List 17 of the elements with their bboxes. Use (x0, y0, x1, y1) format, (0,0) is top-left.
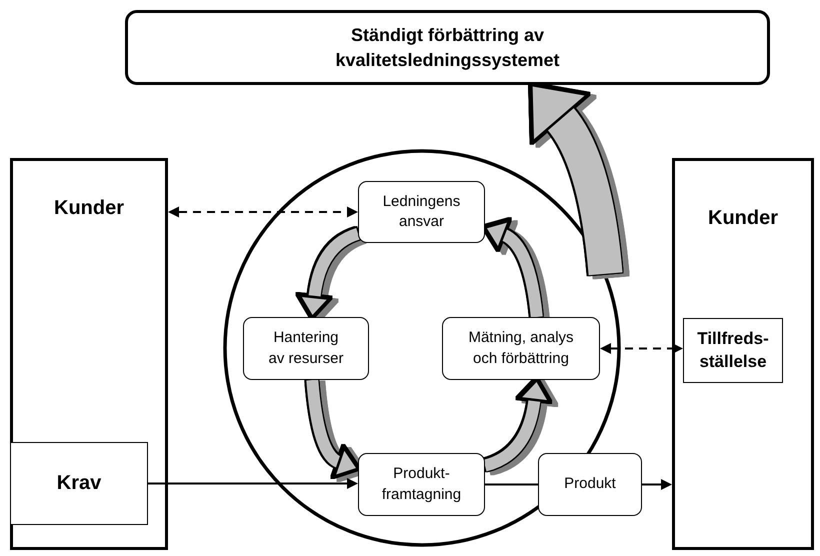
arrow (168, 206, 358, 218)
process-box: Mätning, analys och förbättring (442, 317, 600, 380)
process-box: Ledningens ansvar (358, 181, 485, 243)
process-box: Produkt (538, 453, 642, 516)
process-box: Tillfreds- ställelse (683, 318, 783, 383)
panel-heading: Kunder (707, 207, 779, 230)
process-box: Ständigt förbättring av kvalitetsledningssystemet (125, 10, 770, 85)
process-box: Produkt- framtagning (358, 453, 485, 516)
customer-panel (672, 158, 814, 550)
process-box: Hantering av resurser (243, 317, 369, 380)
arrow (148, 478, 358, 489)
customer-panel (10, 158, 168, 550)
process-box: Krav (10, 442, 148, 525)
process-circle (223, 149, 621, 547)
arrow (600, 343, 683, 354)
arrow (642, 479, 672, 490)
panel-heading: Kunder (53, 197, 125, 220)
